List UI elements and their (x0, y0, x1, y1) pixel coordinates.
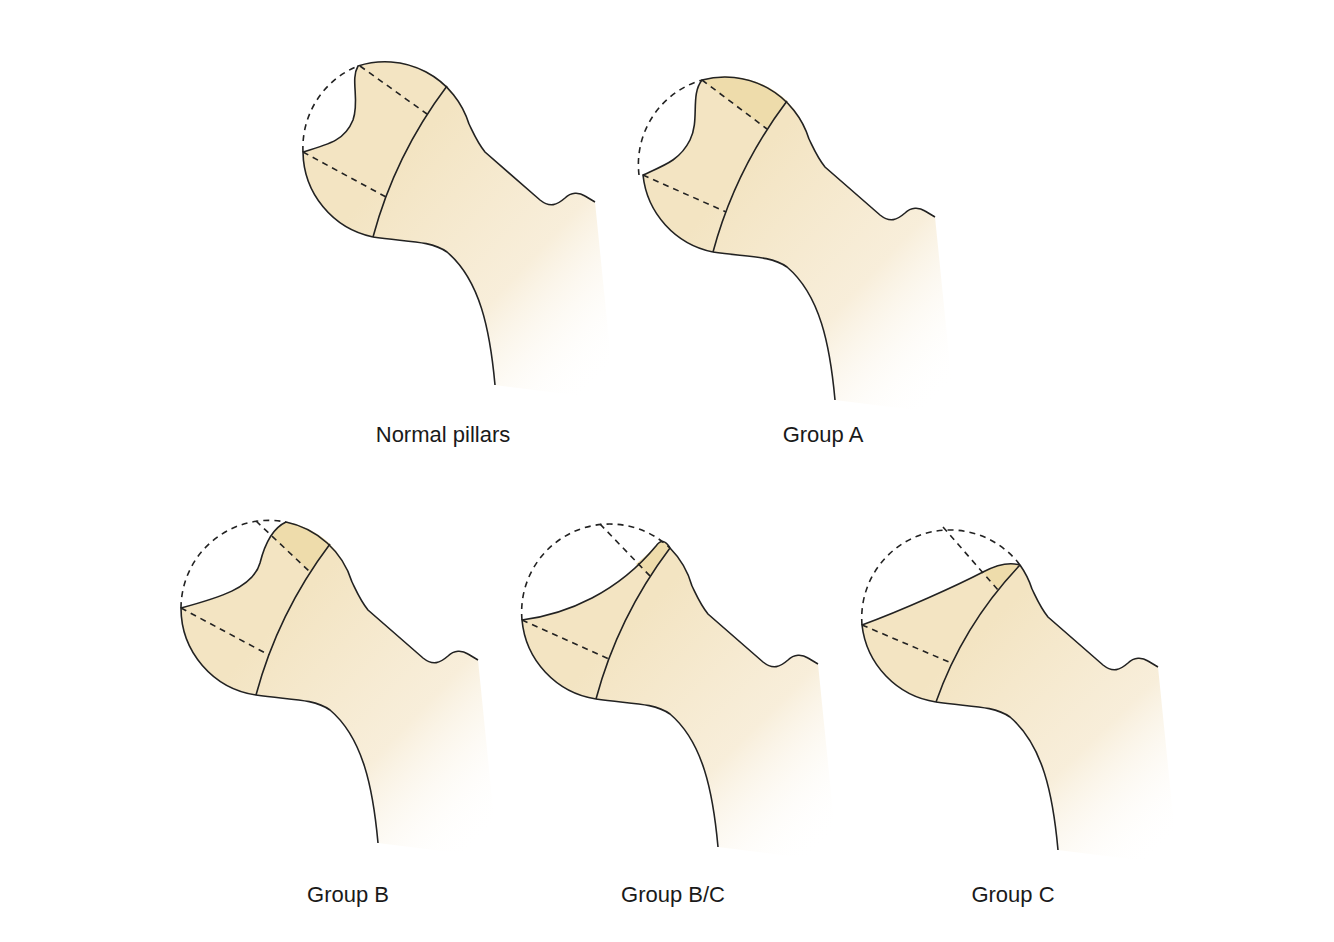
group-label: Group B/C (621, 882, 725, 908)
femoral-head-group-b (181, 520, 498, 858)
femoral-head-group-a (638, 77, 955, 415)
group-label: Group C (971, 882, 1054, 908)
group-label: Group B (307, 882, 389, 908)
group-label: Normal pillars (376, 422, 510, 448)
femoral-head-normal (303, 61, 615, 400)
femoral-head-group-c (862, 527, 1178, 865)
femoral-head-group-bc (522, 524, 838, 862)
group-label: Group A (783, 422, 864, 448)
